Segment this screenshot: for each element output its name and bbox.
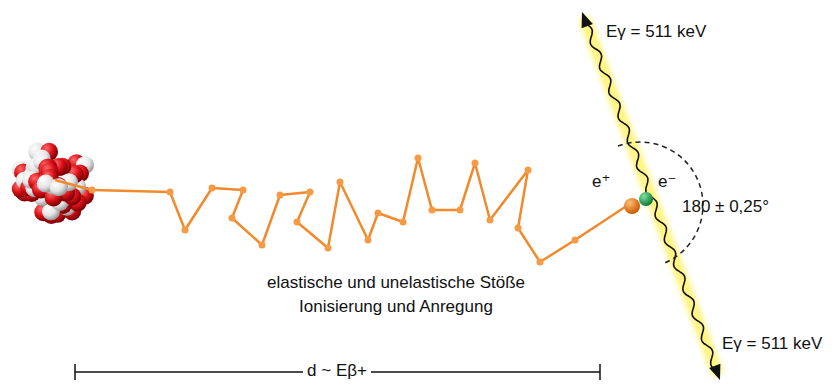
track-dot bbox=[487, 217, 494, 224]
arrowhead bbox=[582, 12, 593, 28]
track-start bbox=[55, 180, 92, 190]
track-dot bbox=[537, 259, 544, 266]
track-dot bbox=[375, 210, 382, 217]
track-dot bbox=[259, 242, 266, 249]
positron-track bbox=[55, 155, 625, 266]
process-note: Ionisierung und Anregung bbox=[299, 297, 493, 317]
energy-label: Eγ = 511 keV bbox=[606, 22, 706, 42]
track-dot bbox=[167, 189, 174, 196]
track-dot bbox=[277, 192, 284, 199]
track-dot bbox=[515, 225, 522, 232]
track-dot bbox=[572, 237, 579, 244]
track-line bbox=[92, 158, 625, 262]
track-dot bbox=[525, 167, 532, 174]
arrowhead bbox=[709, 364, 720, 380]
track-dot bbox=[415, 155, 422, 162]
gamma-wave bbox=[588, 25, 713, 368]
track-dot bbox=[240, 187, 247, 194]
electron-label: e⁻ bbox=[658, 172, 676, 192]
track-dot bbox=[294, 219, 301, 226]
track-dot bbox=[229, 215, 236, 222]
distance-label: d ~ Eβ+ bbox=[303, 361, 371, 381]
track-dot bbox=[429, 207, 436, 214]
energy-label: Eγ = 511 keV bbox=[722, 334, 822, 354]
track-dot bbox=[457, 207, 464, 214]
process-note: elastische und unelastische Stöße bbox=[267, 273, 525, 293]
track-dot bbox=[472, 160, 479, 167]
track-dot bbox=[209, 185, 216, 192]
track-dot bbox=[400, 219, 407, 226]
positron bbox=[624, 198, 640, 214]
track-dot bbox=[337, 179, 344, 186]
track-dot bbox=[365, 237, 372, 244]
track-dot bbox=[89, 187, 96, 194]
track-dot bbox=[307, 189, 314, 196]
angle-label: 180 ± 0,25° bbox=[682, 197, 769, 217]
track-dot bbox=[182, 227, 189, 234]
gamma-glow bbox=[584, 18, 718, 375]
nucleus bbox=[12, 143, 94, 224]
gamma-rays bbox=[582, 12, 721, 380]
track-dot bbox=[325, 245, 332, 252]
electron bbox=[639, 192, 653, 206]
positron-label: e⁺ bbox=[592, 172, 610, 192]
